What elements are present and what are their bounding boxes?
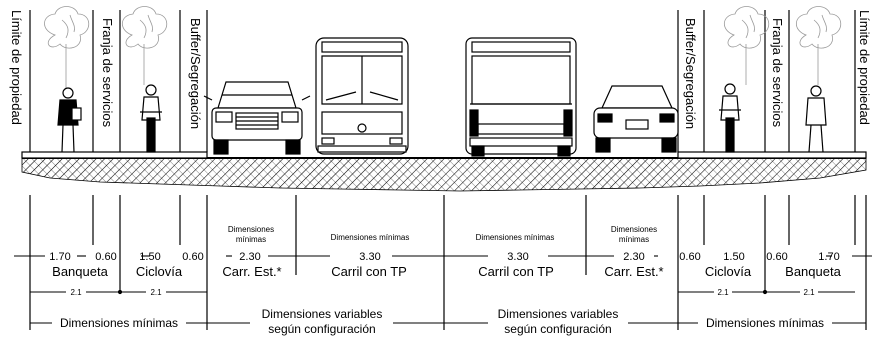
min-dimensions-note: Dimensiones mínimas xyxy=(476,233,555,242)
subtotal-value: 2.1 xyxy=(717,288,729,297)
bottom-band-label-left: Dimensiones mínimas xyxy=(60,316,178,330)
dimension-value: 3.30 xyxy=(359,251,380,263)
tree-icon xyxy=(121,6,168,85)
dimension-value: 1.50 xyxy=(139,251,160,263)
subtotal-line xyxy=(30,289,855,295)
segment-label-sidewalk-right: Banqueta xyxy=(785,264,841,279)
segment-label-bus-lane-left: Carril con TP xyxy=(331,264,407,279)
bottom-band-label-center-left: Dimensiones variables xyxy=(262,307,383,321)
dimension-value: 1.70 xyxy=(49,251,70,263)
property-limit-label-right: Límite de propiedad xyxy=(857,10,872,125)
segment-label-parking-left: Carr. Est.* xyxy=(222,264,281,279)
pedestrian-icon xyxy=(805,85,827,153)
bus-rear-icon xyxy=(465,37,577,157)
bottom-band-label-center-left: según configuración xyxy=(268,322,375,336)
segment-label-bus-lane-right: Carril con TP xyxy=(478,264,554,279)
subtotal-value: 2.1 xyxy=(70,288,82,297)
cyclist-icon xyxy=(140,84,162,153)
min-dimensions-note: Dimensiones xyxy=(611,225,657,234)
bottom-band-label-right: Dimensiones mínimas xyxy=(706,316,824,330)
subtotal-value: 2.1 xyxy=(150,288,162,297)
buffer-label-left: Buffer/Segregación xyxy=(188,18,203,129)
section-boundary-lines xyxy=(29,10,856,152)
car-rear-icon xyxy=(593,85,679,153)
min-dimensions-note: mínimas xyxy=(236,235,266,244)
pedestrian-icon xyxy=(57,87,82,153)
dimension-value: 2.30 xyxy=(239,251,260,263)
dimension-value: 0.60 xyxy=(95,251,116,263)
ground xyxy=(21,151,867,192)
car-front-icon xyxy=(203,81,311,155)
property-limit-label-left: Límite de propiedad xyxy=(9,10,24,125)
service-strip-label-left: Franja de servicios xyxy=(100,18,115,128)
bus-front-icon xyxy=(315,37,409,155)
dimension-value: 2.30 xyxy=(623,251,644,263)
cyclist-icon xyxy=(719,83,741,153)
bottom-band-label-center-right: según configuración xyxy=(504,322,611,336)
segment-label-sidewalk-left: Banqueta xyxy=(52,264,108,279)
segment-label-bikeway-right: Ciclovía xyxy=(705,264,752,279)
dimension-value: 0.60 xyxy=(679,251,700,263)
segment-label-bikeway-left: Ciclovía xyxy=(136,264,183,279)
bottom-band-label-center-right: Dimensiones variables xyxy=(498,307,619,321)
tree-icon xyxy=(44,6,90,95)
subtotal-value: 2.1 xyxy=(803,288,815,297)
dimension-ticks xyxy=(29,195,867,330)
dimension-value: 0.60 xyxy=(182,251,203,263)
min-dimensions-note: Dimensiones mínimas xyxy=(331,233,410,242)
tree-icon xyxy=(795,6,842,85)
min-dimensions-note: mínimas xyxy=(619,235,649,244)
dimension-value: 3.30 xyxy=(507,251,528,263)
segment-label-parking-right: Carr. Est.* xyxy=(604,264,663,279)
dimension-value: 0.60 xyxy=(766,251,787,263)
service-strip-label-right: Franja de servicios xyxy=(770,18,785,128)
buffer-label-right: Buffer/Segregación xyxy=(683,18,698,129)
tree-icon xyxy=(723,6,770,85)
dimension-value: 1.50 xyxy=(723,251,744,263)
min-dimensions-note: Dimensiones xyxy=(228,225,274,234)
dimension-value: 1.70 xyxy=(818,251,839,263)
